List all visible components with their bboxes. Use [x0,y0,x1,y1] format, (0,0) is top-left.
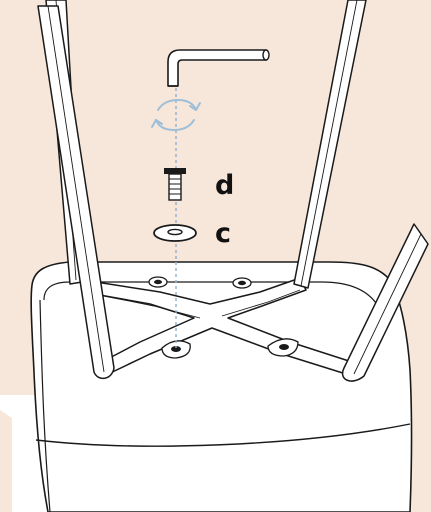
mounting-hole-rear-right [233,278,251,288]
washer-icon [154,225,196,241]
bolt-label: d [215,170,234,201]
washer-label: c [215,218,231,249]
mounting-hole-rear-left [149,277,167,287]
